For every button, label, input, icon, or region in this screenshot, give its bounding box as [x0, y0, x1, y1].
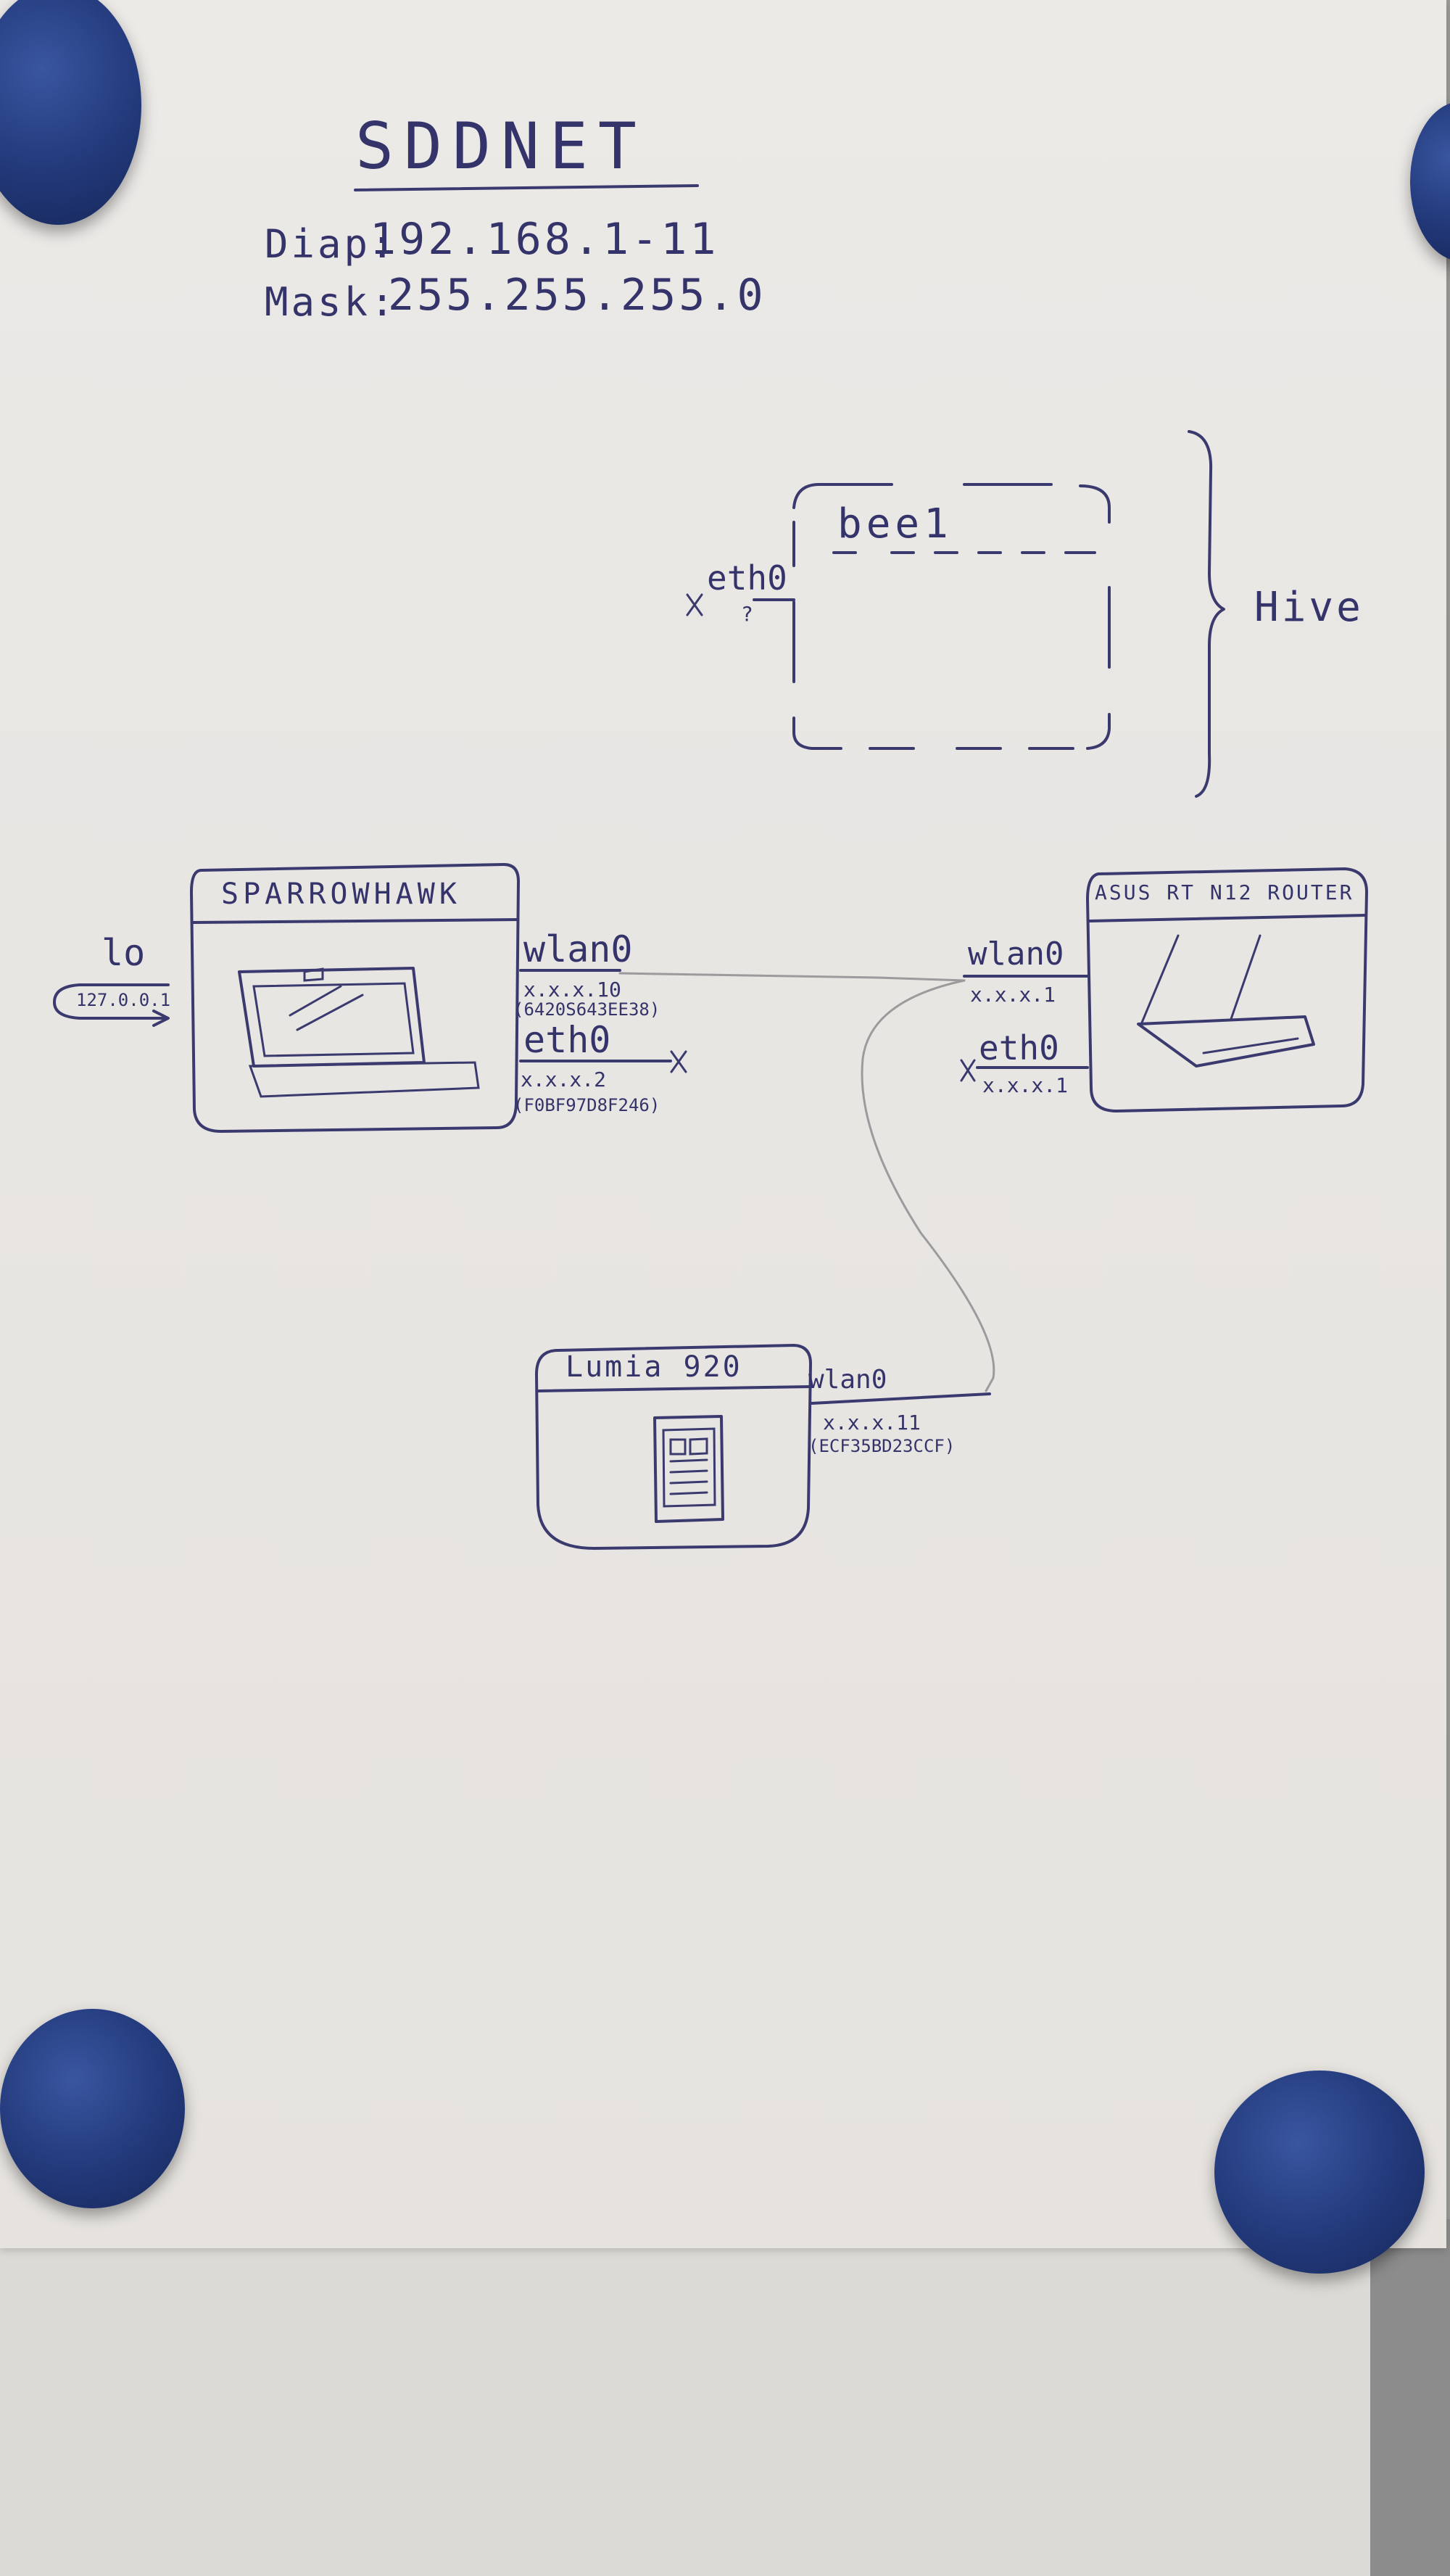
- bee1-box: [686, 483, 1111, 750]
- router-title: ASUS RT N12 ROUTER: [1095, 880, 1354, 904]
- sparrowhawk-wlan0-mac: (6420S643EE38): [513, 999, 660, 1020]
- router-antenna-right: [1230, 934, 1262, 1020]
- diap-value: 192.168.1-11: [370, 214, 719, 265]
- router-box: [960, 867, 1368, 1112]
- paper-sheet: [0, 0, 1446, 2248]
- router-title-line: [1088, 914, 1367, 922]
- diap-label: Diap:: [265, 221, 397, 267]
- router-eth0-label: eth0: [979, 1028, 1059, 1068]
- lumia-wlan0-addr: x.x.x.11: [823, 1411, 921, 1434]
- router-eth0-addr: x.x.x.1: [982, 1073, 1069, 1097]
- lo-label: lo: [102, 932, 146, 974]
- sparrowhawk-eth0-mac: (F0BF97D8F246): [513, 1095, 660, 1115]
- lumia-wlan0-line: [811, 1392, 991, 1405]
- phone-icon: [653, 1415, 724, 1523]
- router-wlan0-label: wlan0: [968, 936, 1064, 973]
- sparrowhawk-wlan0-addr: x.x.x.10: [523, 978, 621, 1002]
- lumia-title: Lumia 920: [566, 1350, 742, 1384]
- lumia-wlan0-mac: (ECF35BD23CCF): [808, 1436, 956, 1456]
- router-wlan0-addr: x.x.x.1: [970, 983, 1056, 1007]
- mask-value: 255.255.255.0: [388, 270, 766, 321]
- hive-brace: [1188, 430, 1225, 798]
- sparrowhawk-title: SPARROWHAWK: [221, 878, 461, 911]
- sparrowhawk-title-line: [191, 918, 518, 924]
- router-antenna-left: [1140, 934, 1180, 1024]
- lo-loop: [53, 983, 170, 1020]
- bee1-title: bee1: [837, 500, 953, 548]
- magnet-top-left: [0, 0, 141, 225]
- magnet-bottom-left: [0, 2009, 185, 2208]
- router-eth0-x: [960, 1059, 976, 1082]
- sparrowhawk-eth0-addr: x.x.x.2: [521, 1068, 607, 1091]
- magnet-bottom-right: [1214, 2071, 1425, 2274]
- hive-label: Hive: [1254, 584, 1364, 631]
- background-frame: [1370, 2219, 1450, 2576]
- link-router-lumia: [861, 979, 995, 1392]
- diagram-title: SDDNET: [355, 109, 647, 183]
- sparrowhawk-eth0-x: [670, 1050, 687, 1073]
- link-sparrowhawk-router: [618, 972, 966, 982]
- sparrowhawk-wlan0-label: wlan0: [523, 928, 633, 970]
- bee1-eth0-label: eth0: [707, 558, 787, 598]
- mask-label: Mask:: [265, 279, 397, 325]
- router-icon: [1137, 1015, 1315, 1068]
- lumia-wlan0-label: wlan0: [808, 1365, 887, 1395]
- background-floor: [0, 2219, 1450, 2576]
- bee1-eth0-note: ?: [741, 602, 753, 626]
- bee1-eth0-x: [686, 593, 703, 616]
- lumia-box: [535, 1344, 991, 1550]
- sparrowhawk-eth0-label: eth0: [523, 1019, 611, 1061]
- lo-addr: 127.0.0.1: [76, 990, 171, 1010]
- title-underline: [354, 184, 699, 191]
- sparrowhawk-box: [53, 863, 687, 1133]
- lumia-title-line: [536, 1385, 812, 1392]
